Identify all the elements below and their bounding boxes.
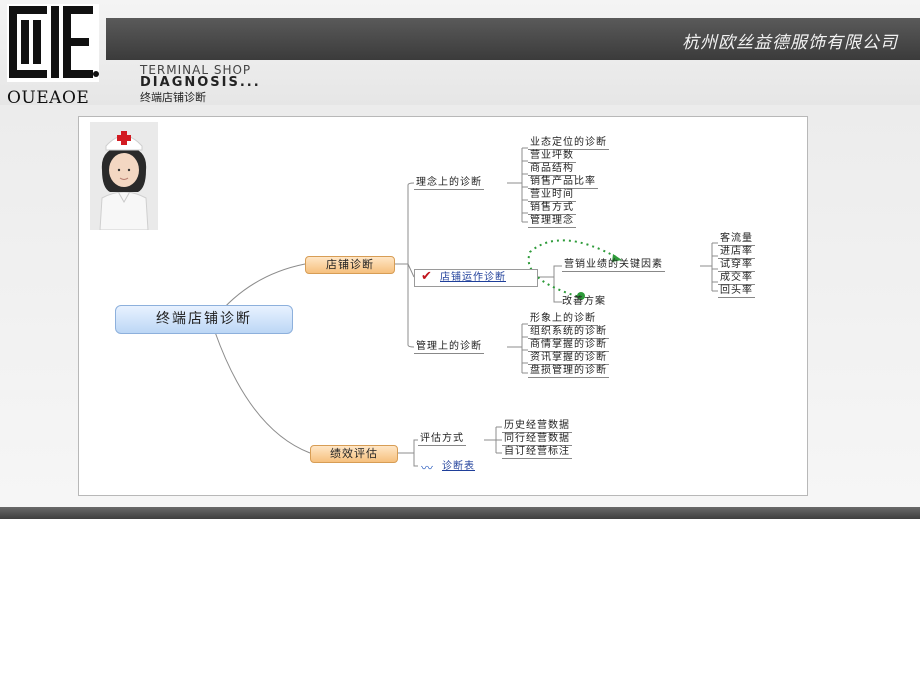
node-store-diagnosis[interactable]: 店铺诊断 <box>305 256 395 274</box>
title-en-line2: DIAGNOSIS... <box>140 75 261 90</box>
method-item-3[interactable]: 自订经营标注 <box>502 446 572 459</box>
relationship-dot <box>577 292 585 300</box>
node-diagnosis-table[interactable]: 诊断表 <box>442 461 475 472</box>
node-store-operation-diagnosis[interactable]: 店铺运作诊断 <box>440 272 506 283</box>
node-improvement-plan[interactable]: 改善方案 <box>562 296 606 307</box>
concept-item-6[interactable]: 销售方式 <box>528 202 576 215</box>
mindmap-root-node[interactable]: 终端店铺诊断 <box>115 305 293 334</box>
logo-mark <box>7 4 99 82</box>
key-factor-2[interactable]: 进店率 <box>718 246 755 259</box>
concept-item-2[interactable]: 营业坪数 <box>528 150 576 163</box>
manage-item-3[interactable]: 商情掌握的诊断 <box>528 339 609 352</box>
title-en-line1: TERMINAL SHOP <box>140 63 252 77</box>
bottom-bar <box>0 507 920 519</box>
node-key-factors[interactable]: 营销业绩的关键因素 <box>562 259 665 272</box>
manage-item-4[interactable]: 资讯掌握的诊断 <box>528 352 609 365</box>
concept-item-4[interactable]: 销售产品比率 <box>528 176 598 189</box>
node-evaluation-method[interactable]: 评估方式 <box>418 433 466 446</box>
key-factor-1[interactable]: 客流量 <box>718 233 755 246</box>
method-item-1[interactable]: 历史经营数据 <box>502 420 572 433</box>
logo-text: OUEAOE <box>7 88 90 108</box>
node-management-diagnosis[interactable]: 管理上的诊断 <box>414 341 484 354</box>
key-factor-4[interactable]: 成交率 <box>718 272 755 285</box>
concept-item-7[interactable]: 管理理念 <box>528 215 576 228</box>
concept-item-5[interactable]: 营业时间 <box>528 189 576 202</box>
node-store-operation-box[interactable] <box>414 269 538 287</box>
concept-item-3[interactable]: 商品结构 <box>528 163 576 176</box>
relationship-arrowhead <box>612 254 622 262</box>
company-name: 杭州欧丝益德服饰有限公司 <box>682 33 898 53</box>
title-cn: 终端店铺诊断 <box>140 91 206 104</box>
checkmark-icon: ✔ <box>421 269 432 284</box>
key-factor-5[interactable]: 回头率 <box>718 285 755 298</box>
wave-icon: 〰 <box>421 461 434 475</box>
top-banner: 杭州欧丝益德服饰有限公司 <box>106 18 920 60</box>
node-performance-evaluation[interactable]: 绩效评估 <box>310 445 398 463</box>
manage-item-5[interactable]: 盘损管理的诊断 <box>528 365 609 378</box>
node-concept-diagnosis[interactable]: 理念上的诊断 <box>414 177 484 190</box>
company-logo: OUEAOE <box>5 4 100 108</box>
concept-item-1[interactable]: 业态定位的诊断 <box>528 137 609 150</box>
manage-item-1[interactable]: 形象上的诊断 <box>528 313 598 326</box>
relationship-arrow <box>527 239 619 299</box>
manage-item-2[interactable]: 组织系统的诊断 <box>528 326 609 339</box>
key-factor-3[interactable]: 试穿率 <box>718 259 755 272</box>
method-item-2[interactable]: 同行经营数据 <box>502 433 572 446</box>
nurse-illustration <box>90 122 158 230</box>
